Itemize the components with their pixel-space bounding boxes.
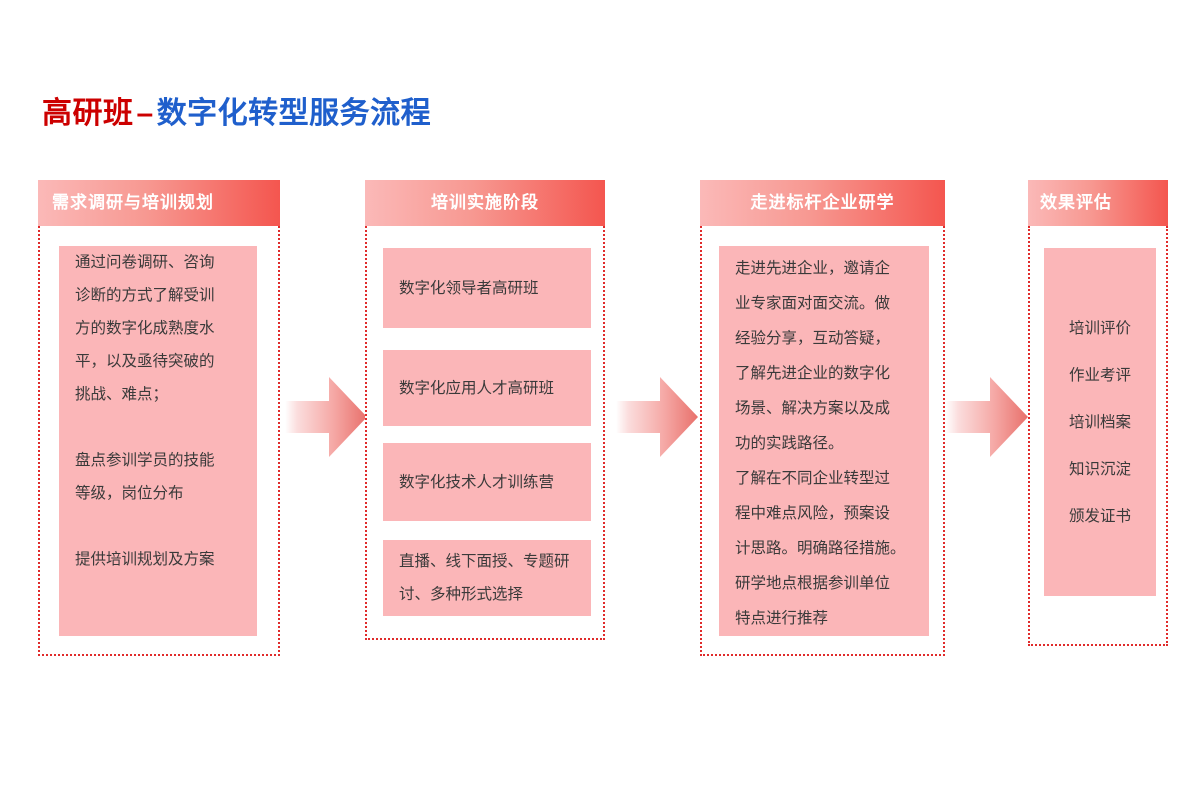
card-line: 数字化技术人才训练营 xyxy=(399,473,555,491)
arrow-2 xyxy=(616,375,698,459)
stage-2-body: 数字化领导者高研班 数字化应用人才高研班 数字化技术人才训练营 直播、线下面授、… xyxy=(365,226,605,640)
card-line: 等级，岗位分布 xyxy=(75,485,184,502)
stage-3-header: 走进标杆企业研学 xyxy=(700,180,945,226)
card-line: 直播、线下面授、专题研 xyxy=(399,553,570,570)
evaluation-item: 培训评价 xyxy=(1068,319,1131,337)
card-line: 盘点参训学员的技能 xyxy=(75,452,215,469)
evaluation-item: 颁发证书 xyxy=(1068,507,1131,525)
page-title-separator: – xyxy=(136,97,154,130)
stage-1-body: 通过问卷调研、咨询 诊断的方式了解受训 方的数字化成熟度水 平，以及亟待突破的 … xyxy=(38,226,280,656)
stage-2-header-label: 培训实施阶段 xyxy=(431,193,539,212)
card-line: 场景、解决方案以及成 xyxy=(735,400,891,417)
card-line: 走进先进企业，邀请企 xyxy=(735,260,891,277)
arrow-3 xyxy=(946,375,1028,459)
card-line: 研学地点根据参训单位 xyxy=(735,575,891,592)
card-line: 经验分享，互动答疑， xyxy=(735,330,891,347)
card-line: 数字化应用人才高研班 xyxy=(399,379,555,397)
card-line: 了解先进企业的数字化 xyxy=(735,365,891,382)
stage-1-header: 需求调研与培训规划 xyxy=(38,180,280,226)
stage-3-header-label: 走进标杆企业研学 xyxy=(750,193,895,212)
card-line: 通过问卷调研、咨询 xyxy=(75,254,215,271)
card-line: 计思路。明确路径措施。 xyxy=(735,540,906,557)
card-line-blank xyxy=(75,411,241,444)
evaluation-item: 知识沉淀 xyxy=(1068,460,1131,478)
page-title: 高研班–数字化转型服务流程 xyxy=(42,88,431,132)
stage-4-header-label: 效果评估 xyxy=(1040,193,1112,212)
card-line: 程中难点风险，预案设 xyxy=(735,505,891,522)
evaluation-item: 作业考评 xyxy=(1068,366,1131,384)
card-line: 挑战、难点； xyxy=(75,386,169,403)
stage-3-card-1: 走进先进企业，邀请企 业专家面对面交流。做 经验分享，互动答疑， 了解先进企业的… xyxy=(719,246,929,636)
page-title-secondary: 数字化转型服务流程 xyxy=(156,97,432,130)
card-line-blank xyxy=(75,510,241,543)
stage-2-card-1: 数字化领导者高研班 xyxy=(383,248,591,328)
card-line: 业专家面对面交流。做 xyxy=(735,295,891,312)
card-line: 数字化领导者高研班 xyxy=(399,279,539,297)
arrow-1 xyxy=(285,375,367,459)
stage-2-card-4: 直播、线下面授、专题研 讨、多种形式选择 xyxy=(383,540,591,616)
stage-1-header-label: 需求调研与培训规划 xyxy=(52,193,214,212)
evaluation-item: 培训档案 xyxy=(1068,413,1131,431)
stage-2-card-2: 数字化应用人才高研班 xyxy=(383,350,591,426)
card-line: 平，以及亟待突破的 xyxy=(75,353,215,370)
stage-4-body: 培训评价 作业考评 培训档案 知识沉淀 颁发证书 xyxy=(1028,226,1168,646)
stage-2-card-3: 数字化技术人才训练营 xyxy=(383,443,591,521)
stage-1-card-1: 通过问卷调研、咨询 诊断的方式了解受训 方的数字化成熟度水 平，以及亟待突破的 … xyxy=(59,246,257,636)
stage-4-header: 效果评估 xyxy=(1028,180,1168,226)
card-line: 诊断的方式了解受训 xyxy=(75,287,215,304)
card-line: 方的数字化成熟度水 xyxy=(75,320,215,337)
card-line: 特点进行推荐 xyxy=(735,610,829,627)
card-line: 了解在不同企业转型过 xyxy=(735,470,891,487)
stage-3-body: 走进先进企业，邀请企 业专家面对面交流。做 经验分享，互动答疑， 了解先进企业的… xyxy=(700,226,945,656)
card-line: 提供培训规划及方案 xyxy=(75,551,215,568)
card-line: 讨、多种形式选择 xyxy=(399,586,524,603)
stage-4-card-1: 培训评价 作业考评 培训档案 知识沉淀 颁发证书 xyxy=(1044,248,1156,596)
card-line: 功的实践路径。 xyxy=(735,435,844,452)
stage-2-header: 培训实施阶段 xyxy=(365,180,605,226)
page-title-primary: 高研班 xyxy=(42,97,134,130)
